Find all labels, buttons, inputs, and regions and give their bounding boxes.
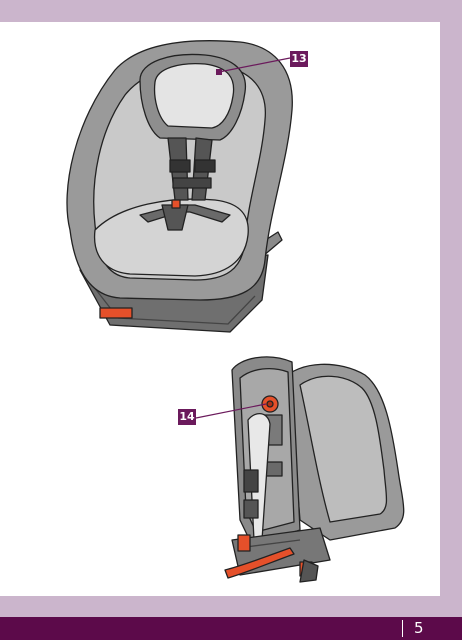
page-number: 5 [414, 619, 424, 637]
callout-13-marker [216, 69, 222, 75]
callout-13-leader [218, 57, 291, 73]
callout-14-leader [195, 403, 267, 419]
callout-14: 14 [178, 409, 196, 425]
callout-13: 13 [290, 51, 308, 67]
car-seat-front-illustration [66, 40, 293, 333]
footer-separator [402, 620, 403, 637]
footer-band: 5 [0, 617, 462, 640]
car-seat-rear-illustration [224, 356, 405, 583]
